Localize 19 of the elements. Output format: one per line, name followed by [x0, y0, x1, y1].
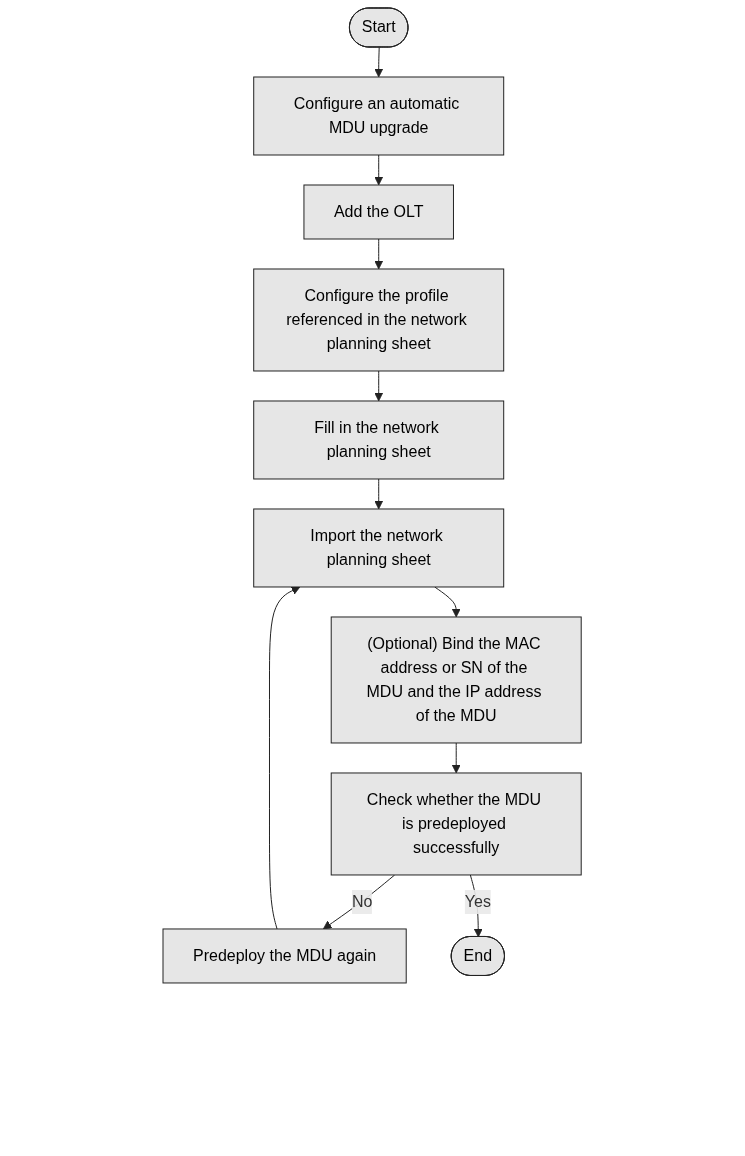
edge-label: Yes [465, 892, 492, 910]
arrow [434, 586, 461, 618]
node-box: Import the network planning sheet [253, 508, 505, 588]
arrow [323, 874, 396, 930]
node-box: Predeploy the MDU again [162, 928, 408, 984]
arrow [269, 586, 301, 930]
arrow [374, 47, 384, 78]
arrow [374, 478, 384, 510]
arrow [452, 742, 461, 774]
node-box: Configure an automatic MDU upgrade [253, 76, 505, 156]
arrow [374, 370, 384, 402]
node-box: Add the OLT [303, 184, 455, 240]
node-box: Fill in the network planning sheet [253, 400, 505, 480]
node-box: Configure the profile referenced in the network planning sheet [253, 268, 505, 372]
arrow [374, 154, 384, 186]
arrow [374, 238, 384, 270]
edge-label: No [352, 892, 373, 910]
node-box: (Optional) Bind the MAC address or SN of the MDU and the IP address of the MDU [331, 616, 583, 744]
node-box: Check whether the MDU is predeployed successfully [331, 772, 583, 876]
